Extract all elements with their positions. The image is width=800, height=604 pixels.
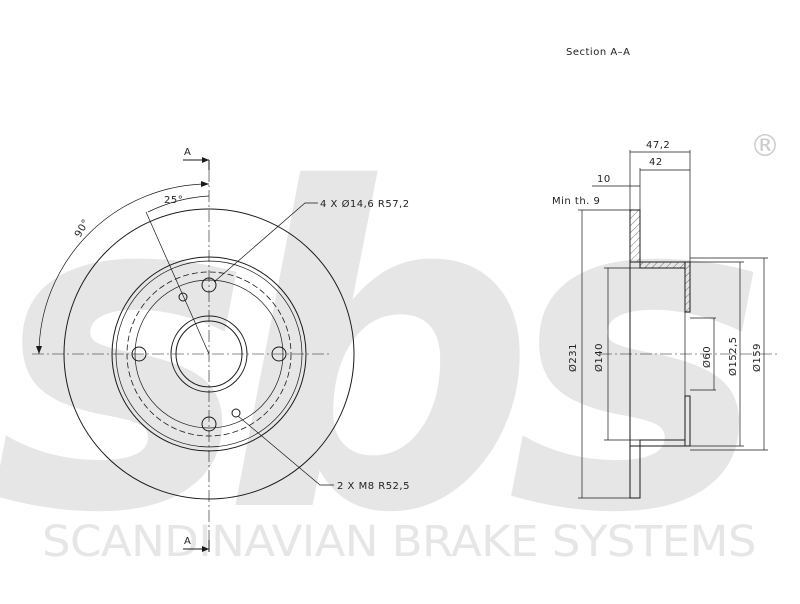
sbs-watermark-logo: sbs <box>0 97 784 604</box>
bolt-hole-leader <box>213 202 318 283</box>
hat-inner-hidden-line <box>126 271 292 437</box>
hat-outer-edge-inner <box>115 260 303 448</box>
center-bore <box>175 320 243 388</box>
bolt-holes <box>131 277 287 432</box>
bolt-hole <box>271 346 287 362</box>
brand-tagline: SCANDINAVIAN BRAKE SYSTEMS <box>42 517 756 567</box>
front-view: 90° 25° 4 X Ø14,6 R57,2 2 X M8 R52,5 A A <box>32 147 410 552</box>
bolt-pitch-circle <box>134 279 284 429</box>
disc-section-fill-top <box>630 210 690 312</box>
disc-friction-ring-bottom <box>629 445 641 499</box>
thread-hole-leader <box>237 415 334 486</box>
dim-outer-diameter: Ø231 <box>567 343 579 372</box>
disc-friction-ring-top <box>629 209 641 263</box>
sbs-watermark-text: sbs <box>0 97 754 600</box>
hat-face-bottom <box>684 395 691 447</box>
angle-25-arc <box>147 195 210 213</box>
dim-hat-inner-diameter: Ø140 <box>593 343 605 372</box>
bolt-hole <box>201 416 217 432</box>
bolt-hole <box>131 346 147 362</box>
arrow-icon <box>36 346 42 354</box>
center-bore-outer <box>170 315 248 393</box>
min-thickness-label: Min th. 9 <box>552 196 600 207</box>
bolt-hole <box>201 277 217 293</box>
dim-center-bore-diameter: Ø60 <box>701 346 713 368</box>
section-mark-top: A <box>184 147 191 158</box>
threaded-hole <box>178 292 188 302</box>
angle-25-label: 25° <box>164 195 183 206</box>
threaded-holes <box>178 292 241 418</box>
dim-overall-height: 47,2 <box>646 140 670 151</box>
section-title: Section A–A <box>566 47 631 58</box>
thread-holes-label: 2 X M8 R52,5 <box>337 481 410 492</box>
arrow-icon <box>202 546 209 552</box>
dim-disc-thickness: 10 <box>597 174 611 185</box>
hat-outer-edge <box>111 256 307 452</box>
dim-hat-height: 42 <box>649 157 663 168</box>
section-view: 47,2 42 10 Min th. 9 Ø231 Ø140 Ø60 Ø152,… <box>552 140 780 499</box>
bolt-holes-label: 4 X Ø14,6 R57,2 <box>320 198 410 210</box>
arrow-icon <box>202 157 209 163</box>
dim-pcd-diameter: Ø152,5 <box>727 337 739 377</box>
arrow-icon <box>201 181 209 187</box>
angle-25-line <box>145 211 210 355</box>
section-mark-bottom: A <box>184 536 191 547</box>
threaded-hole <box>231 408 241 418</box>
disc-outer-edge <box>63 208 355 500</box>
dim-hat-outer-diameter: Ø159 <box>751 343 763 372</box>
registered-trademark-icon: ® <box>750 129 780 164</box>
hat-face-top <box>684 261 691 313</box>
angle-90-arc <box>38 183 210 355</box>
